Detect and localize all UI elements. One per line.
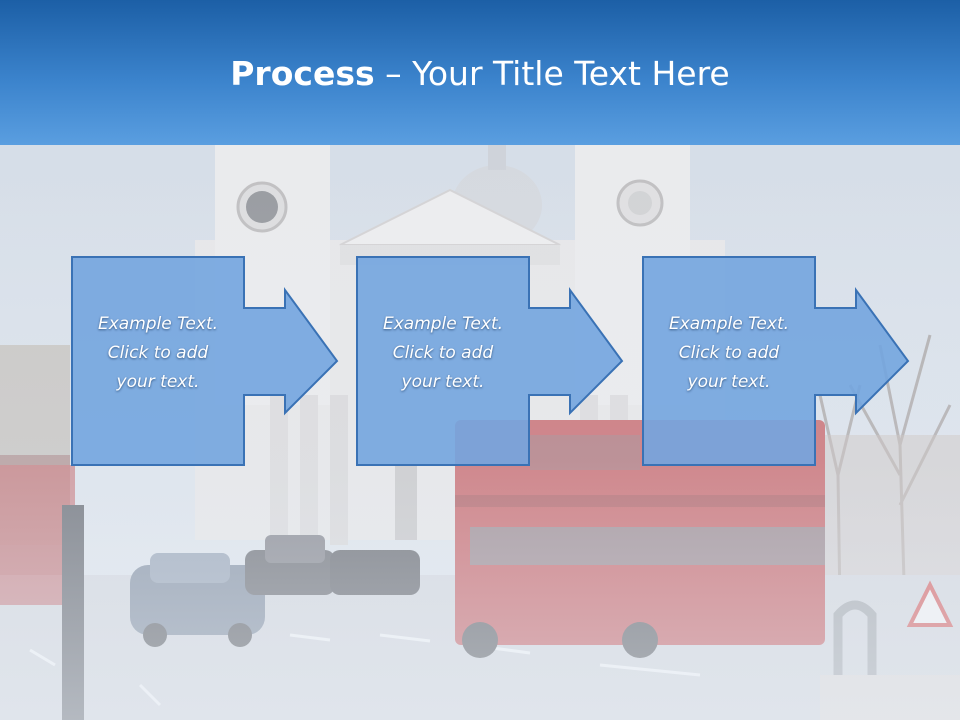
process-step-2[interactable]: [356, 256, 624, 466]
slide-title[interactable]: Process – Your Title Text Here: [0, 52, 960, 96]
process-step-3[interactable]: [642, 256, 910, 466]
step-3-text[interactable]: Example Text. Click to add your text.: [668, 314, 790, 392]
slide-title-bold: Process: [230, 54, 375, 93]
slide-title-rest: – Your Title Text Here: [374, 54, 730, 93]
process-step-1[interactable]: [71, 256, 339, 466]
step-1-text[interactable]: Example Text. Click to add your text.: [97, 314, 219, 392]
step-2-text[interactable]: Example Text. Click to add your text.: [382, 314, 504, 392]
title-banner: Process – Your Title Text Here: [0, 0, 960, 145]
